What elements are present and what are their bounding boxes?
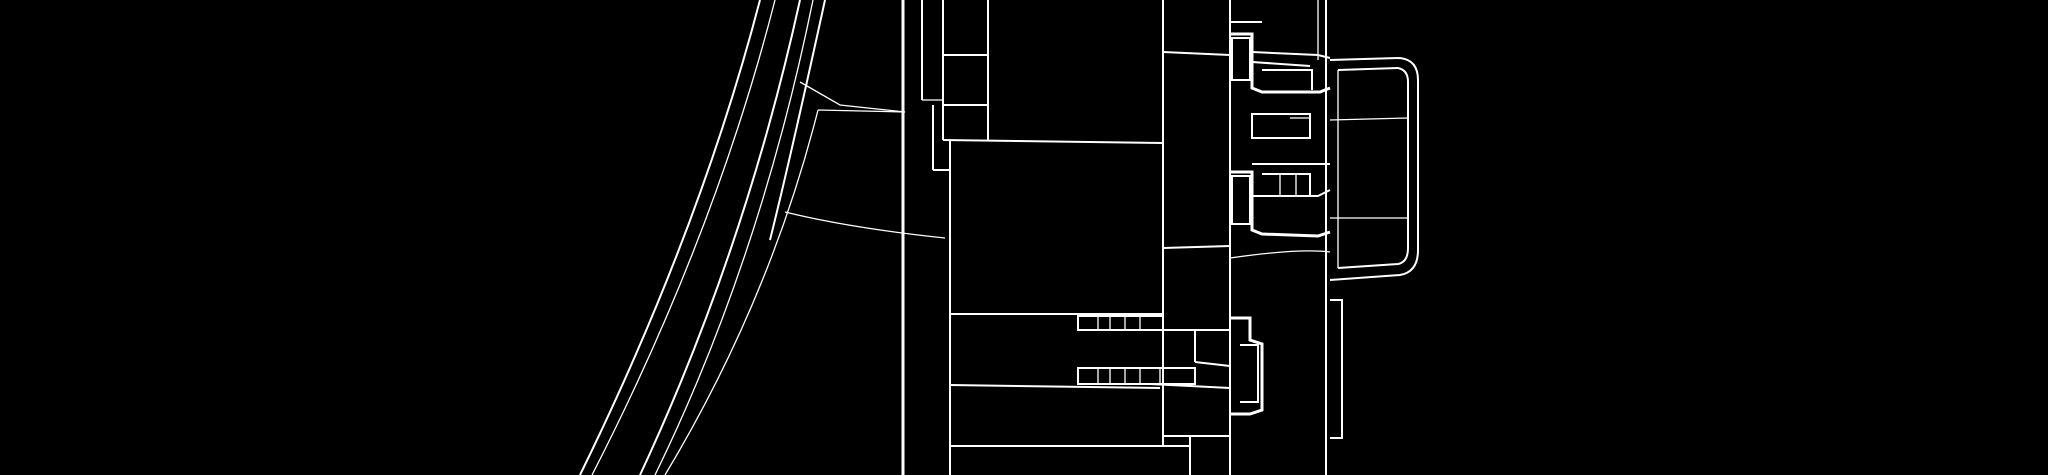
right-plate — [1162, 0, 1327, 475]
side-cover — [1229, 56, 1419, 439]
middle-clip — [1230, 113, 1331, 238]
curved-shell — [579, 0, 826, 475]
shell-connectors — [784, 81, 946, 239]
upper-clip — [1230, 32, 1331, 94]
slotted-rail — [1077, 315, 1231, 389]
main-body — [901, 0, 1230, 475]
lower-clip — [1194, 316, 1264, 416]
